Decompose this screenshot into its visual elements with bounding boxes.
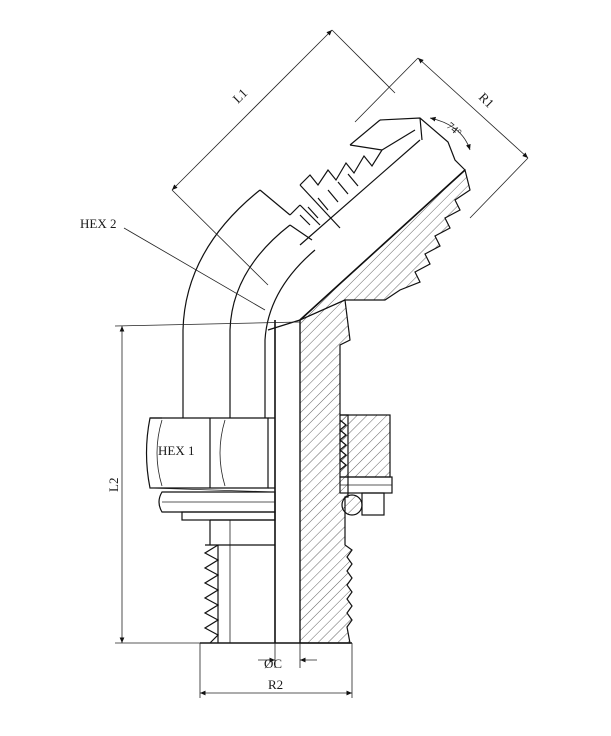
angled-body — [299, 117, 471, 321]
hex1-nut — [145, 417, 276, 493]
hex2-label: HEX 2 — [80, 216, 116, 231]
dimension-diameter: ØC — [258, 643, 317, 671]
dimension-l1: L1 — [171, 29, 396, 286]
dimension-l2-label: L2 — [106, 478, 121, 492]
angle-annotation: 74° — [429, 116, 471, 151]
dimension-diameter-label: ØC — [264, 656, 282, 671]
fitting-body — [158, 299, 353, 644]
hex1-label: HEX 1 — [158, 443, 194, 458]
dimension-l2: L2 — [106, 321, 301, 644]
hex2-callout: HEX 2 — [80, 216, 266, 311]
dimension-r2: R2 — [199, 643, 353, 698]
dimension-r2-label: R2 — [268, 677, 283, 692]
angle-label: 74° — [444, 120, 464, 139]
elbow-bend — [182, 189, 321, 418]
right-lock-nut-section — [339, 414, 393, 516]
dimension-l1-label: L1 — [230, 85, 251, 106]
dimension-r1-label: R1 — [476, 90, 497, 111]
